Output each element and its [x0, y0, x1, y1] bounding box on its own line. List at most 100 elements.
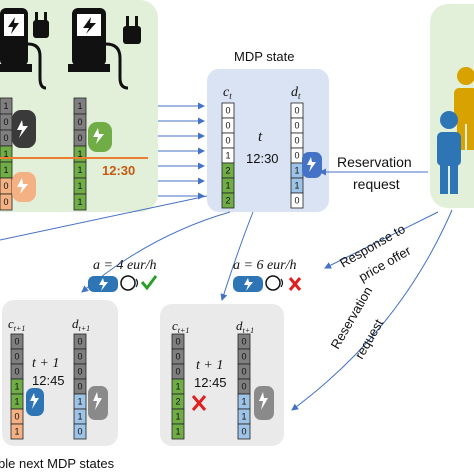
slot-cell — [171, 423, 185, 440]
transition-arrow-reject — [220, 211, 254, 301]
users-panel — [430, 4, 474, 208]
slot-value: 0 — [294, 121, 299, 131]
next-right-t-label: t + 1 — [196, 358, 223, 373]
state-t-symbol: t — [258, 129, 263, 145]
slot-value: 1 — [175, 412, 180, 422]
slot-value: 0 — [225, 121, 230, 131]
next-reservation-arrow — [291, 209, 453, 411]
slot-value: 0 — [241, 427, 246, 437]
slot-value: 0 — [241, 352, 246, 362]
slot-value: 0 — [3, 117, 8, 127]
slot-value: 1 — [14, 382, 19, 392]
slot-value: 1 — [3, 165, 8, 175]
c-t-label: ct — [223, 85, 232, 101]
ev-car-icon — [302, 152, 322, 178]
ev-car-icon — [88, 276, 118, 292]
slot-value: 0 — [241, 367, 246, 377]
slot-value: 0 — [225, 106, 230, 116]
slot-value: 2 — [225, 166, 230, 176]
slot-value: 1 — [241, 397, 246, 407]
slot-value: 1 — [77, 412, 82, 422]
ev-car-icon — [233, 276, 263, 292]
slot-value: 0 — [294, 151, 299, 161]
slot-cell — [10, 423, 24, 440]
offer-reject-label: a = 6 eur/h — [233, 258, 297, 273]
mdp-state-title: MDP state — [234, 49, 294, 64]
slot-value: 0 — [294, 106, 299, 116]
state-left-arrow — [0, 195, 208, 241]
speaking-head-icon — [265, 275, 284, 291]
slot-value: 0 — [77, 337, 82, 347]
reservation-request-label: Reservation — [337, 154, 412, 170]
slot-value: 2 — [175, 397, 180, 407]
slot-value: 0 — [294, 136, 299, 146]
slot-value: 0 — [241, 337, 246, 347]
next-left-time: 12:45 — [32, 373, 65, 388]
slot-value: 1 — [294, 166, 299, 176]
slot-value: 1 — [294, 181, 299, 191]
slot-cell — [73, 193, 87, 211]
person-icon — [437, 111, 461, 194]
d-t-label: dt — [291, 85, 301, 101]
next-right-time: 12:45 — [194, 375, 227, 390]
offer-accept-label: a = 4 eur/h — [93, 258, 157, 273]
slot-value: 0 — [77, 382, 82, 392]
slot-value: 0 — [14, 337, 19, 347]
ev-car-icon — [12, 172, 36, 202]
cross-icon — [288, 277, 302, 291]
slot-value: 0 — [77, 367, 82, 377]
person-icon — [454, 67, 474, 150]
offer-reject-icons — [233, 275, 302, 292]
offer-accept-icons — [88, 275, 158, 292]
slot-value: 0 — [14, 352, 19, 362]
charging-station-icon — [68, 8, 141, 90]
slot-value: 1 — [77, 181, 82, 191]
speaking-head-icon — [120, 275, 139, 291]
ev-car-icon — [88, 386, 108, 420]
slot-value: 1 — [3, 101, 8, 111]
slot-value: 1 — [77, 149, 82, 159]
check-icon — [140, 275, 158, 291]
slot-value: 1 — [225, 151, 230, 161]
slot-value: 0 — [3, 197, 8, 207]
charging-station-icon — [0, 8, 49, 90]
slot-cell — [290, 192, 304, 209]
slot-value: 1 — [77, 397, 82, 407]
slot-value: 0 — [77, 117, 82, 127]
bottom-caption: ble next MDP states — [0, 456, 115, 471]
slot-value: 1 — [14, 397, 19, 407]
reservation-request-label-2: request — [353, 176, 400, 192]
slot-value: 0 — [175, 367, 180, 377]
slot-value: 1 — [3, 149, 8, 159]
slot-cell — [237, 423, 251, 440]
slot-value: 0 — [294, 196, 299, 206]
ev-car-icon — [12, 110, 36, 148]
next-left-t-label: t + 1 — [32, 356, 59, 371]
response-arrow — [324, 211, 439, 269]
slot-value: 1 — [175, 427, 180, 437]
slot-value: 0 — [175, 337, 180, 347]
cross-icon — [191, 395, 207, 411]
slot-value: 1 — [225, 181, 230, 191]
state-input-arrows — [158, 102, 205, 200]
current-time-label: 12:30 — [102, 163, 135, 178]
slot-value: 0 — [3, 133, 8, 143]
ev-car-icon — [254, 386, 274, 420]
slot-value: 1 — [14, 427, 19, 437]
slot-value: 0 — [77, 427, 82, 437]
slot-value: 1 — [241, 412, 246, 422]
ev-car-icon — [88, 122, 112, 152]
slot-value: 0 — [14, 367, 19, 377]
slot-value: 2 — [225, 196, 230, 206]
